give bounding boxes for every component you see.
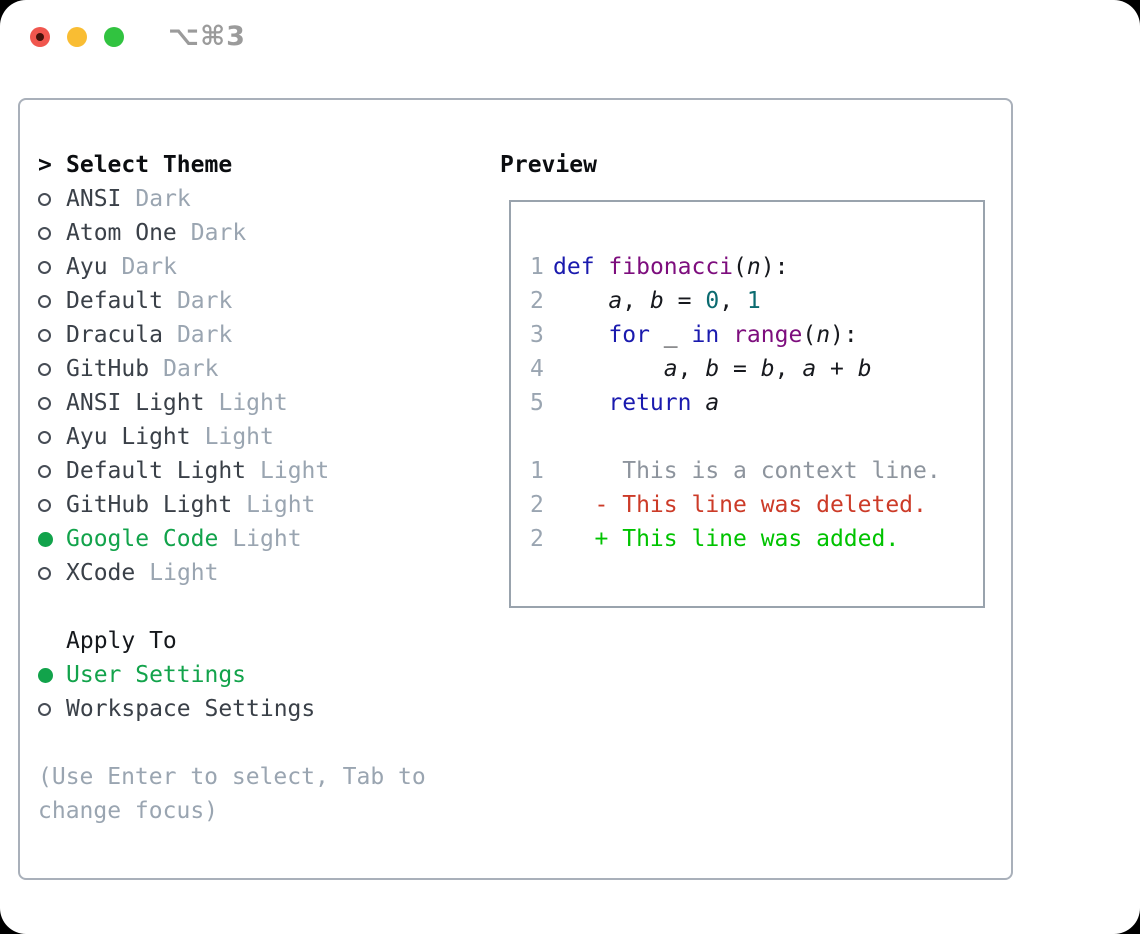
help-text-line-2: change focus) [38, 798, 219, 824]
spacer [38, 726, 426, 760]
line-number: 2 [530, 526, 544, 552]
radio-unselected-icon [38, 192, 66, 206]
line-number: 1 [530, 458, 544, 484]
radio-unselected-icon [38, 294, 66, 308]
radio-unselected-icon [38, 464, 66, 478]
line-number: 2 [530, 492, 544, 518]
theme-name: Default Light [66, 458, 247, 484]
theme-variant: Light [149, 560, 219, 586]
theme-variant: Light [218, 390, 288, 416]
theme-name: GitHub Light [66, 492, 233, 518]
theme-option[interactable]: Default Light Light [38, 454, 426, 488]
theme-option[interactable]: Atom One Dark [38, 216, 426, 250]
theme-variant: Light [204, 424, 274, 450]
radio-unselected-icon [38, 226, 66, 240]
radio-unselected-icon [38, 260, 66, 274]
radio-unselected-icon [38, 396, 66, 410]
apply-to-option[interactable]: Workspace Settings [38, 692, 426, 726]
radio-selected-icon [38, 531, 66, 547]
minimize-button[interactable] [67, 27, 87, 47]
radio-unselected-icon [38, 566, 66, 580]
radio-unselected-icon [38, 362, 66, 376]
radio-selected-icon [38, 667, 66, 683]
theme-variant: Dark [121, 254, 177, 280]
theme-option[interactable]: ANSI Dark [38, 182, 426, 216]
theme-option[interactable]: ANSI Light Light [38, 386, 426, 420]
spacer [530, 420, 941, 454]
theme-name: XCode [66, 560, 136, 586]
theme-option[interactable]: Ayu Light Light [38, 420, 426, 454]
theme-variant: Dark [135, 186, 191, 212]
line-number: 2 [530, 288, 544, 314]
radio-unselected-icon [38, 702, 66, 716]
theme-name: Dracula [66, 322, 163, 348]
line-number: 3 [530, 322, 544, 348]
theme-name: Default [66, 288, 163, 314]
theme-name: Ayu Light [66, 424, 191, 450]
radio-unselected-icon [38, 498, 66, 512]
apply-to-name: User Settings [66, 662, 247, 688]
theme-option[interactable]: Google Code Light [38, 522, 426, 556]
code-line: 5 return a [530, 386, 941, 420]
selection-cursor: > [38, 152, 52, 178]
theme-option[interactable]: GitHub Light Light [38, 488, 426, 522]
theme-option[interactable]: Default Dark [38, 284, 426, 318]
theme-variant: Dark [163, 356, 219, 382]
apply-to-option[interactable]: User Settings [38, 658, 426, 692]
theme-name: ANSI Light [66, 390, 205, 416]
code-line: 3 for _ in range(n): [530, 318, 941, 352]
preview-title: Preview [500, 152, 597, 178]
line-number: 4 [530, 356, 544, 382]
titlebar: ⌥⌘3 [0, 0, 1140, 75]
theme-option[interactable]: GitHub Dark [38, 352, 426, 386]
diff-line-context: 1 This is a context line. [530, 454, 941, 488]
close-button[interactable] [30, 27, 50, 47]
theme-name: Atom One [66, 220, 177, 246]
help-text-line-1: (Use Enter to select, Tab to [38, 764, 426, 790]
theme-list-title: Select Theme [66, 152, 233, 178]
theme-option[interactable]: Dracula Dark [38, 318, 426, 352]
theme-name: ANSI [66, 186, 122, 212]
theme-variant: Dark [176, 322, 233, 348]
theme-name: Ayu [66, 254, 108, 280]
theme-name: Google Code [66, 526, 219, 552]
line-number: 1 [530, 254, 544, 280]
theme-option[interactable]: Ayu Dark [38, 250, 426, 284]
window-title: ⌥⌘3 [168, 21, 246, 52]
zoom-button[interactable] [104, 27, 124, 47]
theme-variant: Dark [176, 288, 233, 314]
apply-to-header-row: Apply To [38, 624, 426, 658]
radio-unselected-icon [38, 430, 66, 444]
code-line: 2 a, b = 0, 1 [530, 284, 941, 318]
spacer [38, 590, 426, 624]
theme-variant: Light [246, 492, 316, 518]
theme-variant: Light [232, 526, 302, 552]
theme-name: GitHub [66, 356, 150, 382]
theme-variant: Light [260, 458, 330, 484]
apply-to-title: Apply To [66, 628, 177, 654]
theme-option[interactable]: XCode Light [38, 556, 426, 590]
diff-line-added: 2 + This line was added. [530, 522, 941, 556]
apply-to-name: Workspace Settings [66, 696, 316, 722]
code-line: 4 a, b = b, a + b [530, 352, 941, 386]
diff-line-deleted: 2 - This line was deleted. [530, 488, 941, 522]
theme-list-header-row: > Select Theme [38, 148, 426, 182]
radio-unselected-icon [38, 328, 66, 342]
theme-variant: Dark [190, 220, 247, 246]
line-number: 5 [530, 390, 544, 416]
